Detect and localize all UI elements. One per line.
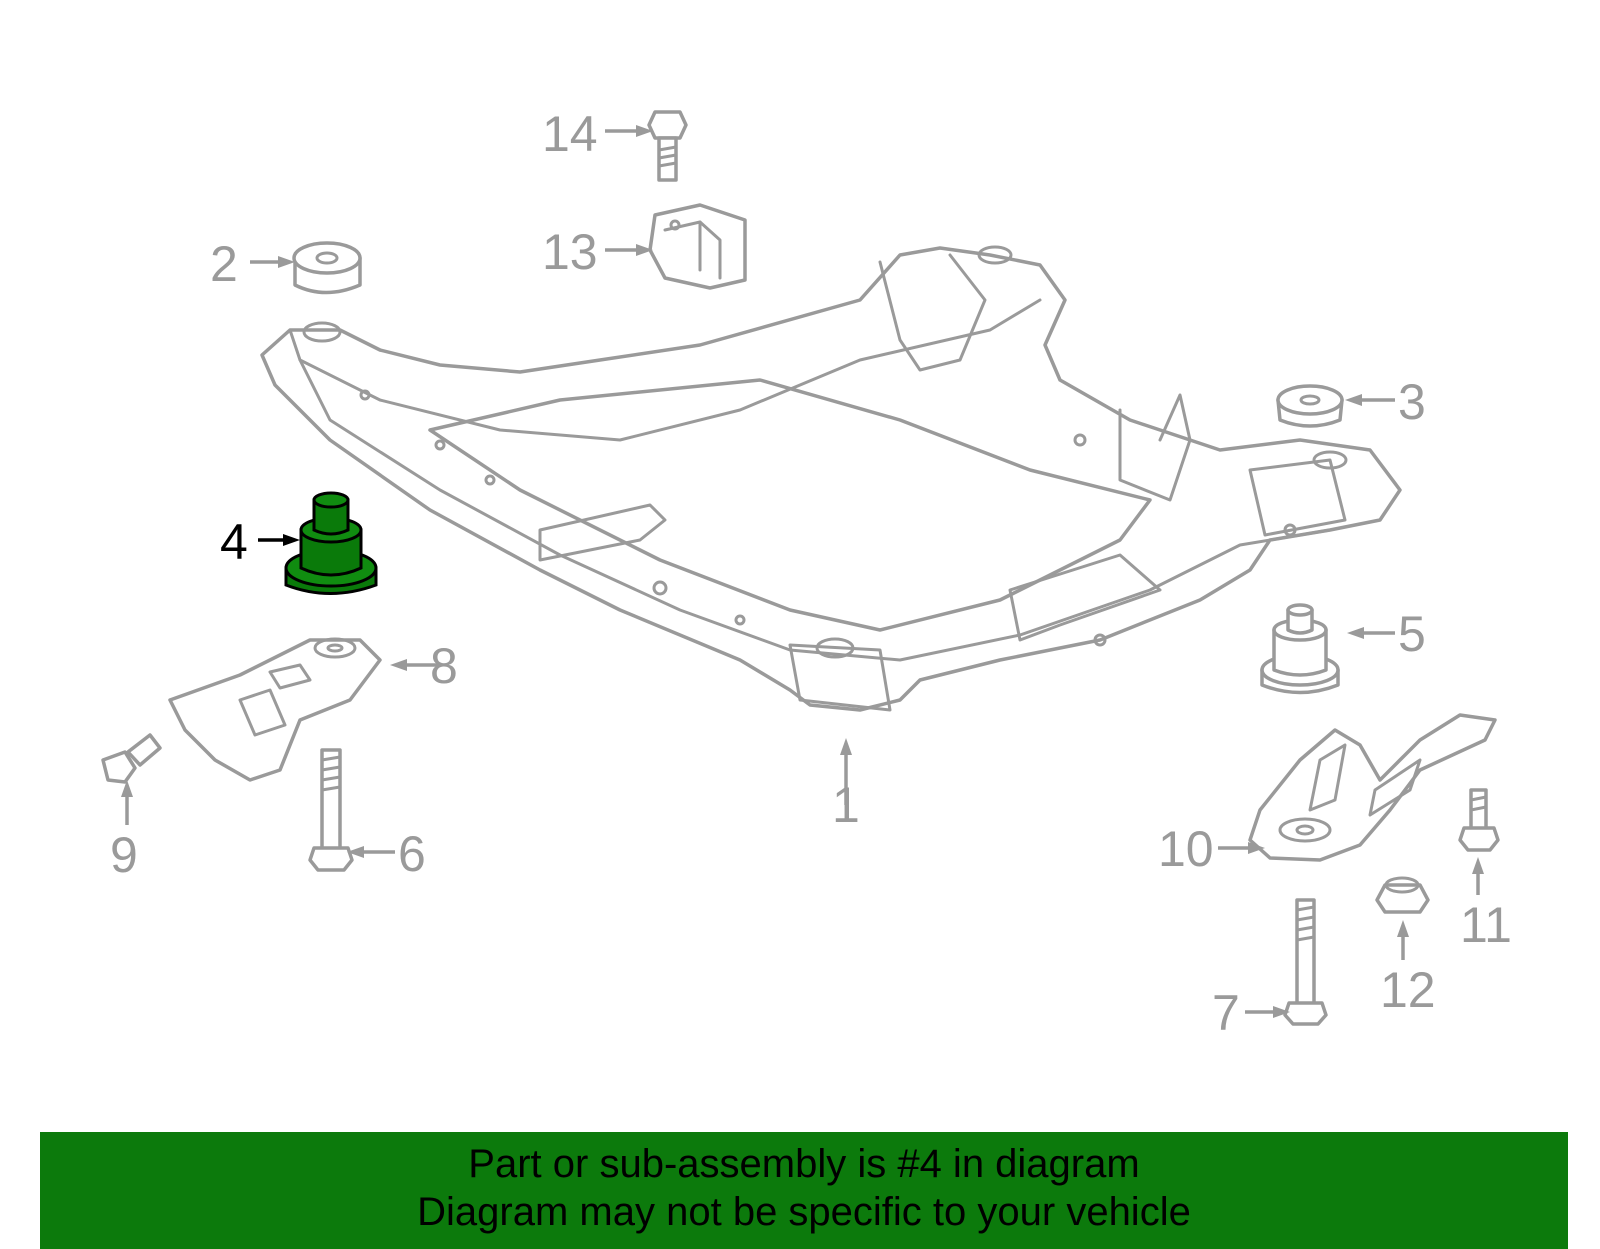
parts-diagram: 1 2 3 4 5 6 7 8 9 10 11 12 13 14 <box>101 106 1512 1041</box>
callout-3: 3 <box>1398 374 1426 430</box>
bolt-part-7 <box>1283 898 1328 1026</box>
callout-6: 6 <box>398 826 426 882</box>
bracket-part-8 <box>168 637 382 782</box>
callout-4: 4 <box>220 514 248 570</box>
callout-10: 10 <box>1158 821 1214 877</box>
bracket-part-10 <box>1248 713 1497 862</box>
callout-1: 1 <box>832 777 860 833</box>
callout-5: 5 <box>1398 606 1426 662</box>
callout-9: 9 <box>110 827 138 883</box>
callout-8: 8 <box>430 638 458 694</box>
callout-labels: 1 2 3 4 5 6 7 8 9 10 11 12 13 14 <box>110 106 1512 1041</box>
bushing-part-2 <box>292 241 362 295</box>
callout-14: 14 <box>542 106 598 162</box>
part-info-banner: Part or sub-assembly is #4 in diagram Di… <box>40 1132 1568 1249</box>
bushing-part-5 <box>1260 603 1340 695</box>
bolt-part-11 <box>1458 788 1500 852</box>
banner-line-2: Diagram may not be specific to your vehi… <box>417 1190 1191 1234</box>
crossmember-frame <box>260 245 1402 712</box>
callout-7: 7 <box>1212 985 1240 1041</box>
mount-bracket-part-13 <box>648 203 747 290</box>
callout-12: 12 <box>1380 962 1436 1018</box>
bolt-part-14 <box>647 110 688 182</box>
banner-line-1: Part or sub-assembly is #4 in diagram <box>468 1142 1140 1186</box>
callout-11: 11 <box>1460 897 1512 953</box>
bolt-part-9 <box>101 733 162 784</box>
callout-13: 13 <box>542 224 598 280</box>
bushing-part-3 <box>1276 384 1344 428</box>
callout-2: 2 <box>210 236 238 292</box>
nut-part-12 <box>1375 876 1430 914</box>
bushing-part-4-highlighted <box>284 491 378 595</box>
callout-arrows <box>121 125 1484 1018</box>
bolt-part-6 <box>308 748 354 872</box>
